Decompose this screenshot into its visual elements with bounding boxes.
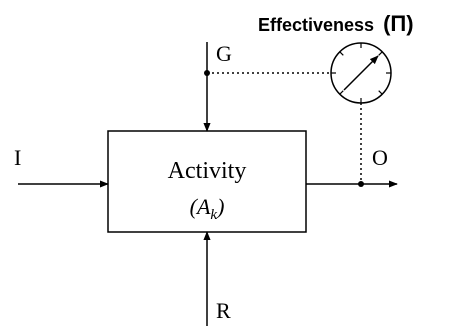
goal-label: G bbox=[216, 41, 232, 66]
effectiveness-title-text: Effectiveness bbox=[258, 15, 374, 35]
effectiveness-symbol: (Π) bbox=[383, 11, 414, 36]
activity-symbol: (Ak) bbox=[190, 194, 225, 223]
input-label: I bbox=[14, 145, 21, 170]
output-label: O bbox=[372, 145, 388, 170]
activity-name: Activity bbox=[168, 158, 247, 184]
resource-label: R bbox=[216, 298, 231, 323]
effectiveness-title: Effectiveness (Π) bbox=[258, 11, 414, 36]
gauge-icon bbox=[330, 42, 392, 104]
activity-box bbox=[107, 130, 307, 233]
